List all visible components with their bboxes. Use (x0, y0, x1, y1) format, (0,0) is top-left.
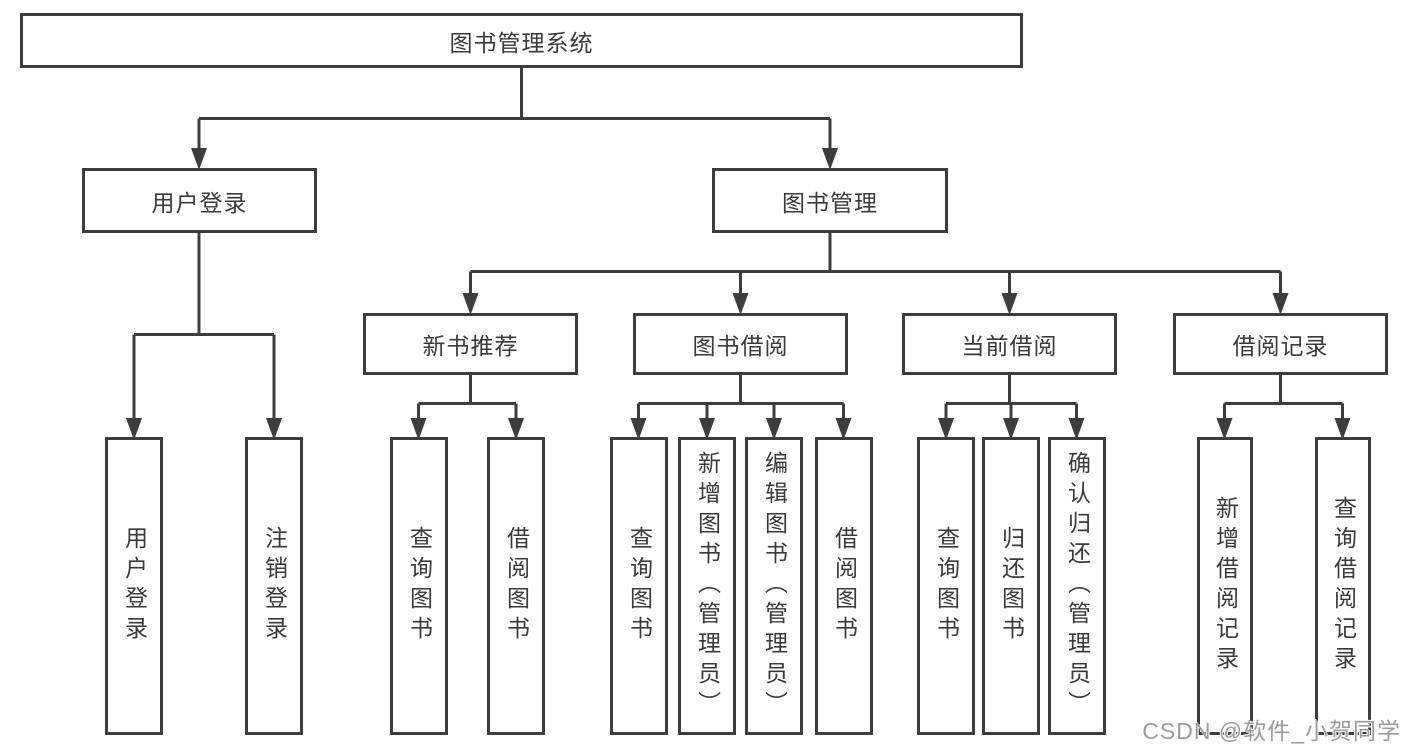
leaf-label: 归还图书 (998, 526, 1025, 646)
leaf-query-borrow-record: 查询借阅记录 (1315, 437, 1371, 735)
branch-borrowing-records (1216, 375, 1351, 440)
csdn-watermark: CSDN @软件_小贺同学 (1142, 718, 1401, 744)
node-label: 图书管理 (782, 189, 878, 216)
leaf-label: 确认归还（管理员） (1064, 451, 1091, 721)
branch-book-management (462, 233, 1289, 315)
node-current-borrowing: 当前借阅 (902, 313, 1117, 375)
leaf-label: 查询借阅记录 (1330, 496, 1357, 676)
leaf-borrow-books-borrowing: 借阅图书 (815, 437, 873, 735)
leaf-confirm-return-admin: 确认归还（管理员） (1048, 437, 1106, 735)
leaf-label: 借阅图书 (831, 526, 858, 646)
node-label: 图书借阅 (692, 333, 789, 359)
leaf-add-borrow-record: 新增借阅记录 (1197, 437, 1253, 735)
node-user-login: 用户登录 (82, 168, 317, 233)
node-new-book-recommend: 新书推荐 (363, 313, 578, 375)
node-label: 借阅记录 (1232, 333, 1329, 359)
branch-root (191, 68, 838, 170)
node-label: 图书管理系统 (449, 29, 594, 56)
leaf-label: 查询图书 (933, 526, 960, 646)
node-label: 当前借阅 (961, 333, 1058, 359)
leaf-user-login: 用户登录 (105, 437, 163, 735)
branch-new-book-recommend (410, 375, 524, 440)
leaf-borrow-books-recommend: 借阅图书 (487, 437, 545, 735)
leaf-query-books-recommend: 查询图书 (390, 437, 448, 735)
node-label: 用户登录 (151, 189, 248, 216)
leaf-add-books-admin: 新增图书（管理员） (678, 437, 736, 735)
leaf-label: 查询图书 (626, 526, 653, 646)
node-borrowing-records: 借阅记录 (1173, 313, 1388, 375)
leaf-label: 查询图书 (406, 526, 433, 646)
node-library-management-system: 图书管理系统 (20, 13, 1023, 68)
node-book-management: 图书管理 (712, 168, 948, 233)
branch-user-login (126, 233, 282, 440)
leaf-label: 注销登录 (261, 526, 288, 646)
leaf-return-books: 归还图书 (982, 437, 1040, 735)
leaf-label: 借阅图书 (503, 526, 530, 646)
leaf-label: 编辑图书（管理员） (761, 451, 788, 721)
branch-current-borrowing (938, 375, 1085, 440)
leaf-query-books-current: 查询图书 (917, 437, 975, 735)
node-label: 新书推荐 (422, 333, 519, 359)
leaf-label: 新增图书（管理员） (694, 451, 721, 721)
leaf-edit-books-admin: 编辑图书（管理员） (745, 437, 803, 735)
branch-book-borrowing (630, 375, 852, 440)
leaf-query-books-borrowing: 查询图书 (610, 437, 668, 735)
node-book-borrowing: 图书借阅 (633, 313, 848, 375)
leaf-logout: 注销登录 (245, 437, 303, 735)
leaf-label: 新增借阅记录 (1212, 496, 1239, 676)
leaf-label: 用户登录 (121, 526, 148, 646)
